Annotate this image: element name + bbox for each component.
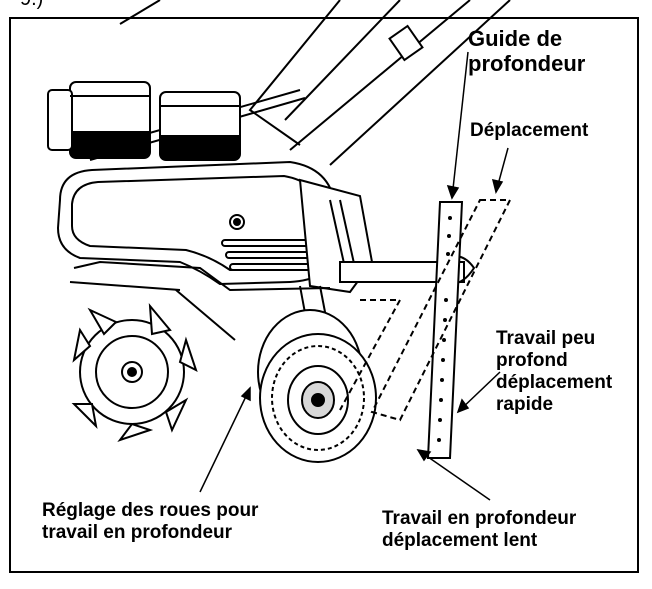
- depth-bar-alternate: [339, 199, 512, 422]
- leader-arrows: [199, 51, 509, 501]
- shallow-work-line2: profond: [496, 349, 568, 371]
- tine-assembly: [71, 302, 198, 442]
- wheel-adjust-label: Réglage des roues pour travail en profon…: [42, 500, 258, 544]
- shallow-work-line1: Travail peu: [496, 328, 596, 349]
- engine: [47, 81, 241, 161]
- shallow-work-line4: rapide: [496, 393, 554, 415]
- depth-guide-label-line2: profondeur: [468, 51, 586, 77]
- figure-number: 9.): [20, 0, 43, 11]
- wheel-adjust-line2: travail en profondeur: [42, 521, 233, 543]
- deep-work-line2: déplacement lent: [382, 529, 538, 551]
- shallow-work-line3: déplacement: [496, 371, 613, 393]
- travel-label: Déplacement: [470, 120, 589, 141]
- handle-bars: [89, 0, 511, 166]
- vent-slots: [221, 239, 319, 271]
- depth-guide-label: Guide de profondeur: [468, 26, 585, 77]
- depth-wheels: [257, 309, 377, 463]
- wheel-adjust-line1: Réglage des roues pour: [42, 500, 259, 521]
- depth-guide-label-line1: Guide de: [468, 26, 563, 51]
- deep-work-line1: Travail en profondeur: [382, 508, 577, 529]
- deep-work-label: Travail en profondeur déplacement lent: [382, 508, 576, 552]
- shallow-work-label: Travail peu profond déplacement rapide: [496, 328, 612, 415]
